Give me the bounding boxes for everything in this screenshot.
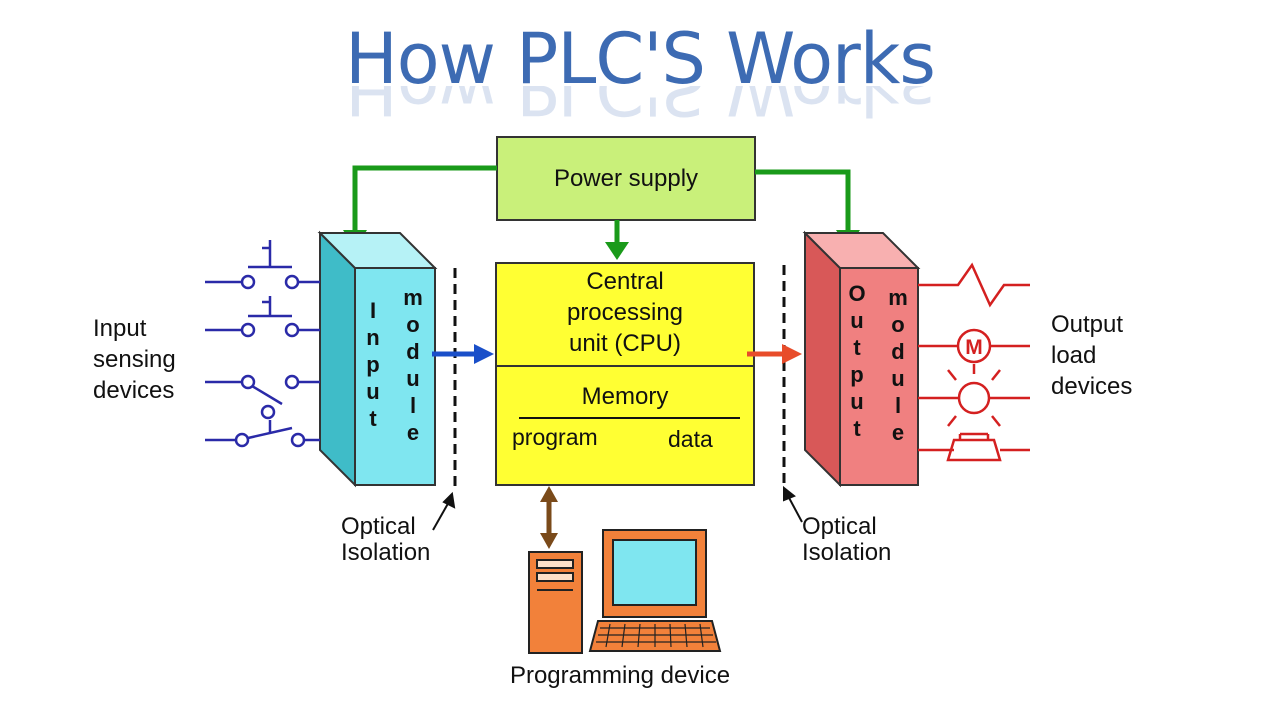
output-devices-label: Output load devices bbox=[1051, 311, 1133, 400]
arrowhead-cpu bbox=[605, 242, 629, 260]
switch-nc-icon bbox=[205, 374, 320, 420]
heater-icon bbox=[918, 262, 1030, 308]
horn-icon bbox=[918, 432, 1030, 462]
cpu-to-output-arrowhead bbox=[782, 344, 802, 364]
output-module bbox=[802, 230, 921, 488]
switch-no-icon bbox=[205, 420, 320, 448]
cpu-box bbox=[495, 262, 755, 486]
output-devices bbox=[918, 262, 1030, 462]
pushbutton-no-icon bbox=[205, 240, 320, 290]
input-module bbox=[317, 230, 438, 488]
pushbutton-no-icon bbox=[205, 296, 320, 338]
power-arrows bbox=[352, 165, 851, 246]
optical-isolation-left-label: Optical Isolation bbox=[341, 513, 431, 566]
input-devices-label: Input sensing devices bbox=[93, 315, 176, 404]
input-devices bbox=[205, 240, 320, 448]
memory-label: Memory bbox=[581, 383, 669, 410]
motor-symbol: M bbox=[965, 336, 983, 359]
motor-icon bbox=[918, 328, 1030, 364]
programming-device-icon bbox=[528, 529, 722, 654]
program-label: program bbox=[512, 424, 598, 450]
data-label: data bbox=[668, 426, 713, 452]
optical-isolation-right-label: Optical Isolation bbox=[802, 513, 892, 566]
cpu-label-line1: Central bbox=[586, 268, 664, 295]
page-title: How PLC'S Works bbox=[345, 18, 936, 100]
isolation-pointer-left bbox=[432, 499, 451, 531]
power-supply-label: Power supply bbox=[553, 165, 699, 192]
cpu-label-line3: unit (CPU) bbox=[568, 330, 682, 357]
power-supply-box bbox=[496, 136, 756, 221]
cpu-label-line2: processing bbox=[566, 299, 684, 326]
programming-device-label: Programming device bbox=[509, 662, 731, 689]
lamp-icon bbox=[918, 364, 1030, 427]
input-to-cpu-arrowhead bbox=[474, 344, 494, 364]
